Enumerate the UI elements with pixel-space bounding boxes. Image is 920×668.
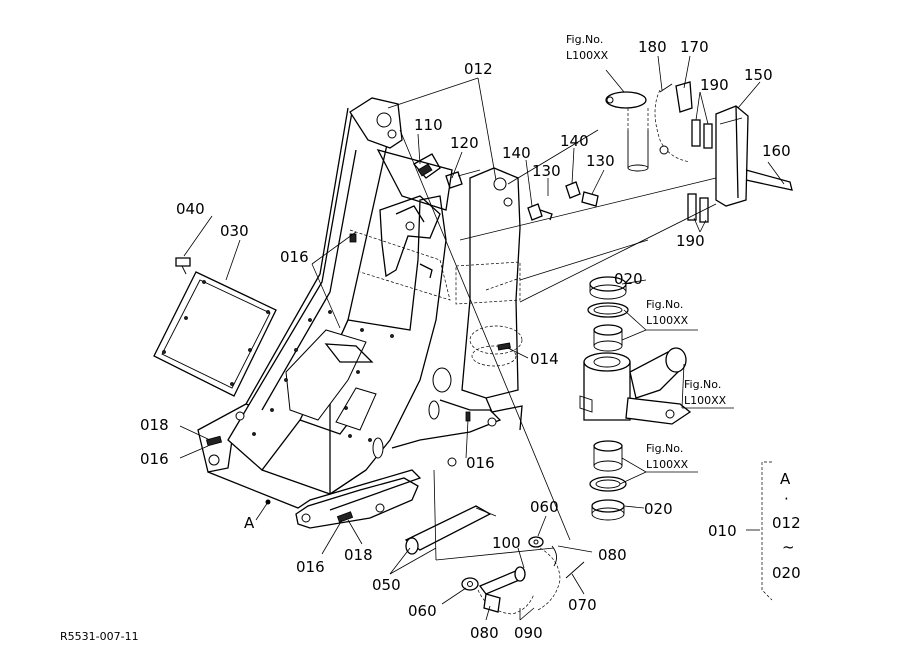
part-110: 110 [414,116,443,134]
part-150: 150 [744,66,773,84]
range-bracket [761,461,773,601]
part-190-top: 190 [700,76,729,94]
part-060-right: 060 [530,498,559,516]
fig-ref-right-3: Fig.No. [646,442,683,455]
part-170: 170 [680,38,709,56]
part-016-top: 016 [280,248,309,266]
part-010: 010 [708,522,737,540]
fig-ref-right-1-code: L100XX [646,314,689,327]
part-100: 100 [492,534,521,552]
lower-pin-assembly [404,505,585,615]
fig-ref-top: Fig.No. [566,33,603,46]
part-040: 040 [176,200,205,218]
part-016-left: 016 [140,450,169,468]
part-080-right: 080 [598,546,627,564]
part-012: 012 [464,60,493,78]
range-020: 020 [772,564,801,582]
part-018-left: 018 [140,416,169,434]
part-140-right: 140 [560,132,589,150]
part-160: 160 [762,142,791,160]
part-016-bottom: 016 [296,558,325,576]
range-dot: · [784,490,789,508]
part-016-right: 016 [466,454,495,472]
fig-ref-right-2: Fig.No. [684,378,721,391]
drawing-reference: R5531-007-11 [60,630,139,643]
label-a: A [244,514,255,532]
bushing-stack [579,276,692,521]
part-018-bottom: 018 [344,546,373,564]
part-020-bottom: 020 [644,500,673,518]
part-120: 120 [450,134,479,152]
part-070: 070 [568,596,597,614]
part-014: 014 [530,350,559,368]
cover-plate-030 [153,257,277,397]
part-080-left: 080 [470,624,499,642]
range-start-a: A [780,470,791,488]
main-frame [197,97,523,529]
part-020-top: 020 [614,270,643,288]
part-180: 180 [638,38,667,56]
part-labels: Fig.No. L100XX 180 170 150 190 160 190 0… [60,33,801,643]
part-030: 030 [220,222,249,240]
part-190-bottom: 190 [676,232,705,250]
range-012: 012 [772,514,801,532]
part-050: 050 [372,576,401,594]
fig-ref-right-3-code: L100XX [646,458,689,471]
range-tilde: ~ [782,538,795,556]
fig-ref-right-2-code: L100XX [684,394,727,407]
part-140-left: 140 [502,144,531,162]
fig-ref-right-1: Fig.No. [646,298,683,311]
part-060-left: 060 [408,602,437,620]
part-130-left: 130 [532,162,561,180]
hardware-110-140 [412,153,599,221]
part-130-right: 130 [586,152,615,170]
bracket-assembly-150 [605,81,793,223]
fig-ref-top-code: L100XX [566,49,609,62]
part-090: 090 [514,624,543,642]
leader-lines [179,55,785,621]
